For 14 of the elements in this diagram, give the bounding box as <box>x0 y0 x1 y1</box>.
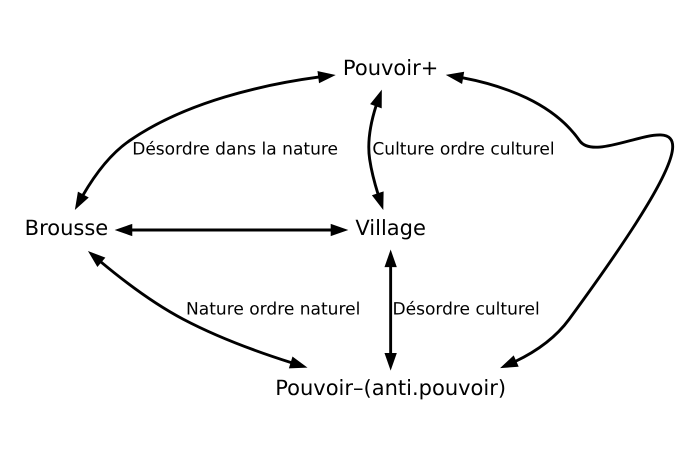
node-text: Pouvoir+ <box>342 56 438 80</box>
node-text: Pouvoir–(anti.pouvoir) <box>275 376 506 400</box>
node-text: Brousse <box>24 216 108 240</box>
edge-label: Désordre dans la nature <box>132 139 338 160</box>
arrow <box>114 224 348 236</box>
node-text: Village <box>355 216 426 240</box>
arrow <box>384 250 397 371</box>
edge-label: Désordre culturel <box>392 300 540 320</box>
edge-label: Culture ordre culturel <box>372 139 555 160</box>
arrow <box>88 250 308 368</box>
arrow <box>446 72 674 368</box>
edge-label: Nature ordre naturel <box>186 300 360 320</box>
arrow <box>367 90 384 210</box>
arrow <box>74 71 336 210</box>
